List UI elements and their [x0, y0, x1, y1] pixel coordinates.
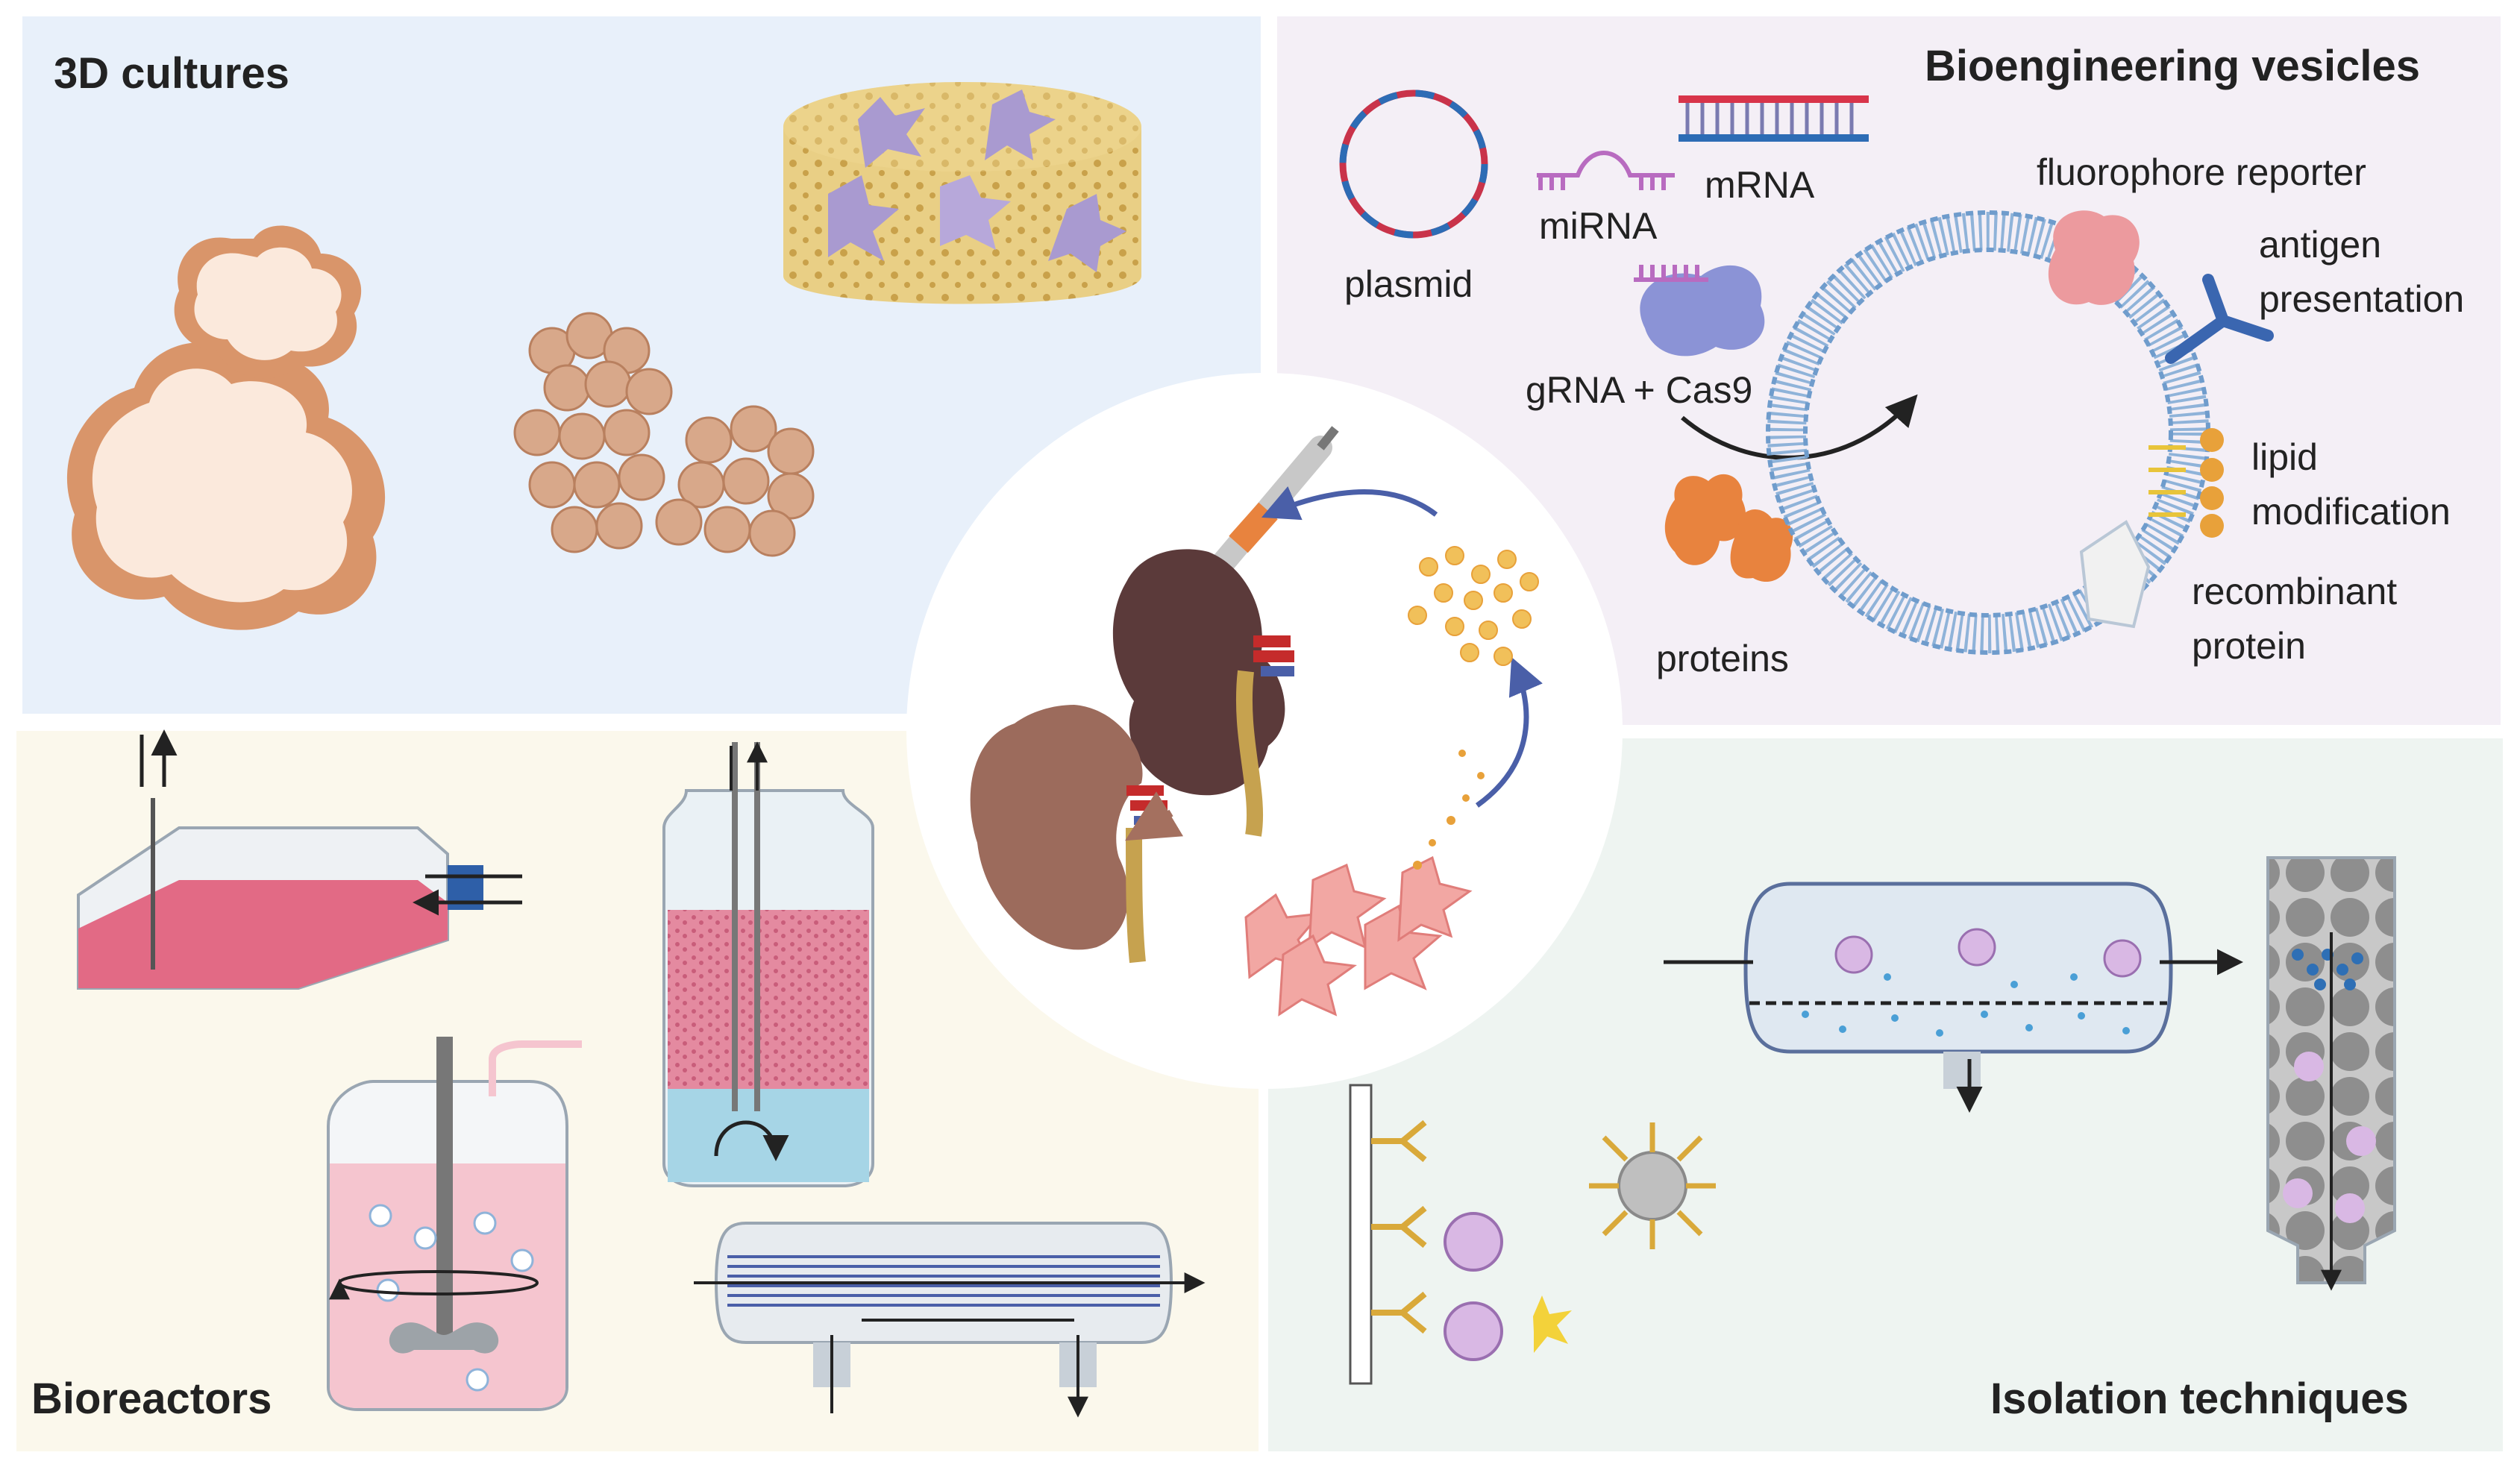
- cas9-icon: [1634, 265, 1765, 356]
- packed-bed-bioreactor-icon: [662, 742, 874, 1187]
- mirna-icon: [1537, 151, 1675, 190]
- plasmid-label: plasmid: [1344, 263, 1473, 305]
- plasmid-icon: [1339, 89, 1488, 239]
- lipid-modification-icon: [2148, 428, 2224, 538]
- recombinant-label-1: recombinant: [2192, 571, 2397, 612]
- scaffold-icon: [783, 82, 1141, 304]
- extracellular-vesicles-icon: [1408, 546, 1539, 666]
- tangential-flow-filtration-icon: [1664, 882, 2238, 1113]
- recombinant-label-2: protein: [2192, 625, 2306, 667]
- secretion-arrow: [1475, 656, 1543, 808]
- organoid-icon: [66, 225, 386, 630]
- lipid-label-1: lipid: [2251, 436, 2318, 478]
- cells-icon: [1244, 855, 1473, 1017]
- fluorophore-reporter-icon: [2048, 210, 2140, 305]
- antibody-icon: [2165, 274, 2274, 364]
- spheroid-icon: [513, 312, 815, 557]
- size-exclusion-column-icon: [2266, 856, 2396, 1291]
- mrna-label: mRNA: [1705, 164, 1815, 206]
- stirred-tank-bioreactor-icon: [327, 1037, 582, 1411]
- lipid-label-2: modification: [2251, 491, 2451, 533]
- recombinant-protein-icon: [2079, 520, 2151, 629]
- bioreactors-title: Bioreactors: [31, 1375, 272, 1423]
- isolation-title: Isolation techniques: [1990, 1375, 2409, 1423]
- vesicles-title: Bioengineering vesicles: [1925, 42, 2420, 90]
- immunoaffinity-capture-icon: [1349, 1084, 1572, 1385]
- return-arrow: [1261, 486, 1438, 521]
- mrna-icon: [1679, 95, 1869, 142]
- cultures-title: 3D cultures: [54, 49, 289, 98]
- fluorophore-reporter-label: fluorophore reporter: [2037, 151, 2366, 193]
- antigen-label-1: antigen: [2259, 224, 2381, 266]
- secreted-vesicles-dots: [1413, 750, 1485, 870]
- administration-arrow: [1124, 791, 1184, 841]
- immunomagnetic-bead-icon: [1589, 1122, 1716, 1249]
- antigen-label-2: presentation: [2259, 278, 2464, 320]
- proteins-icon: [1664, 474, 1793, 582]
- culture-flask-icon: [77, 735, 522, 990]
- grna-cas9-label: gRNA + Cas9: [1526, 369, 1752, 411]
- proteins-label: proteins: [1656, 638, 1789, 679]
- hollow-fiber-bioreactor-icon: [694, 1222, 1206, 1413]
- mirna-label: miRNA: [1539, 205, 1658, 247]
